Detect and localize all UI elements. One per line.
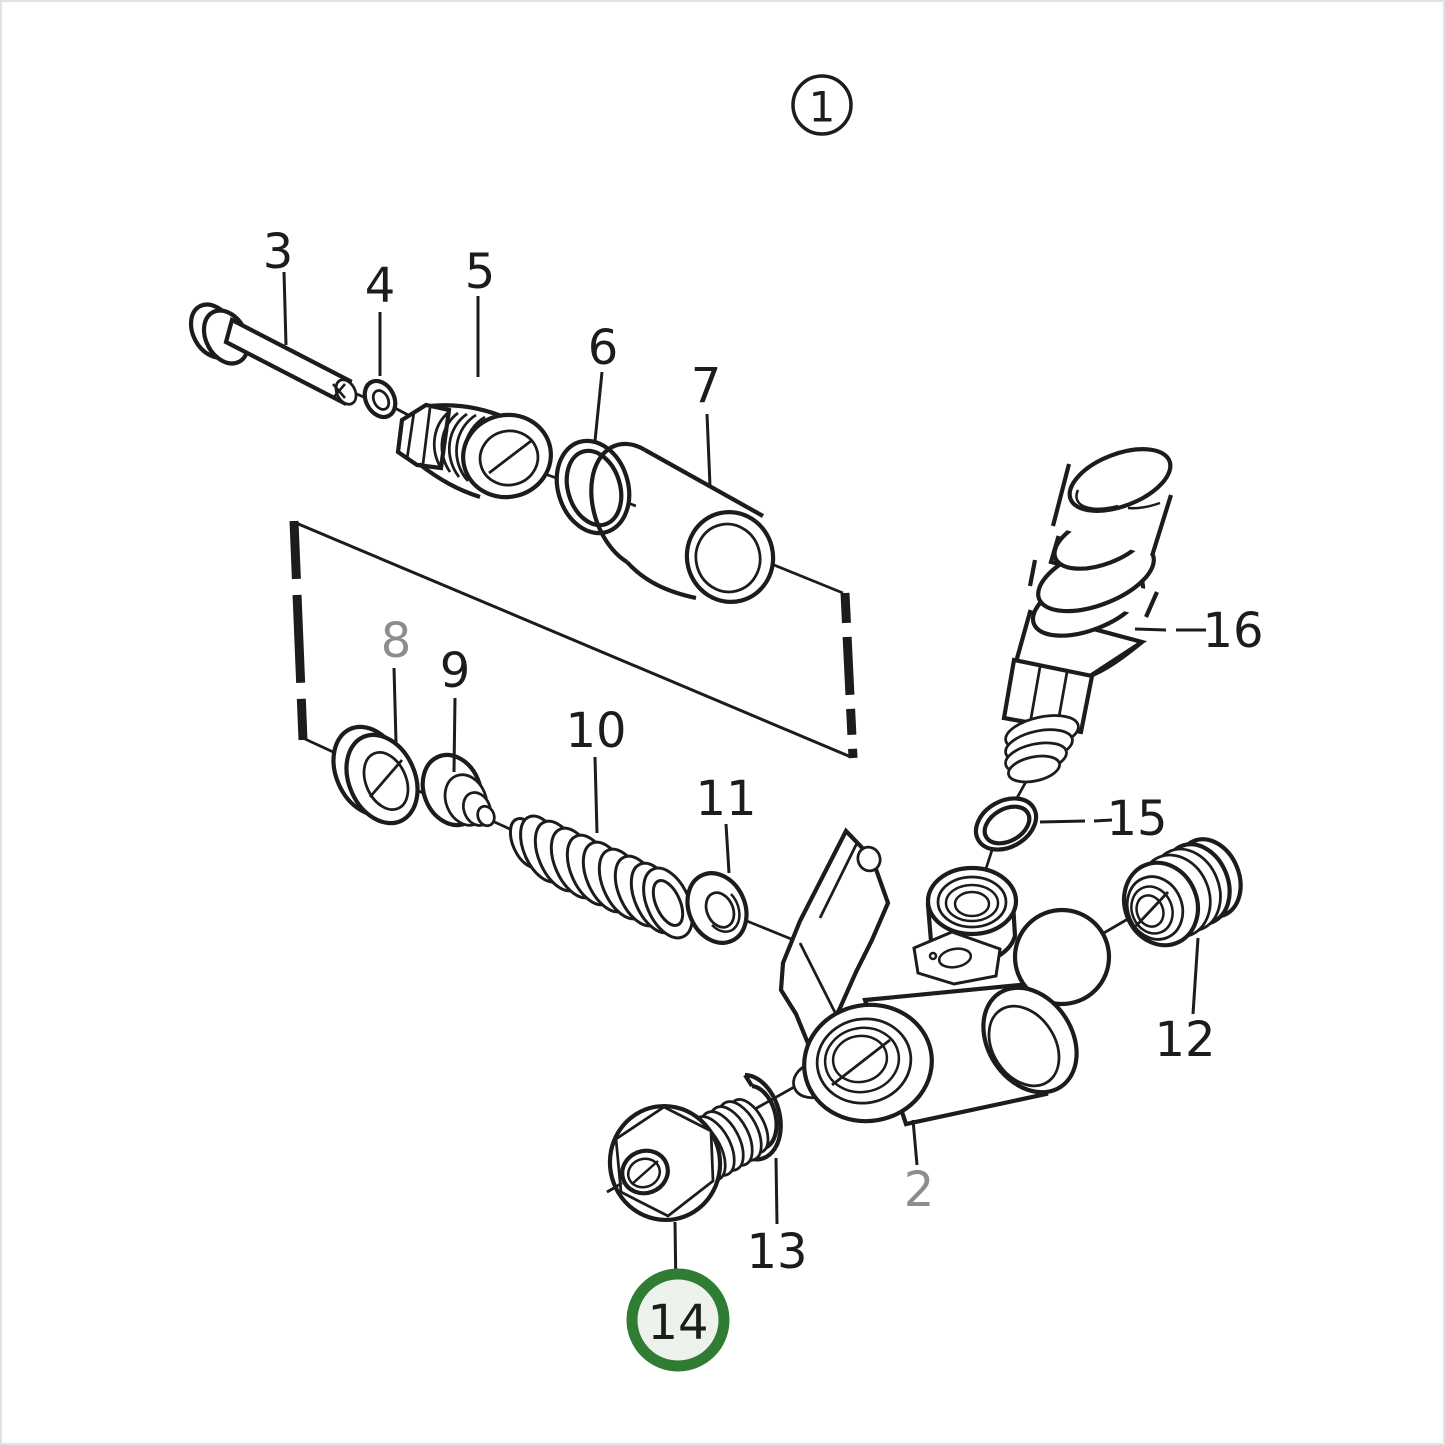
callout-16-number: 16 — [1202, 603, 1263, 659]
part-8-seal-ring — [331, 724, 420, 826]
dashed-plane-box — [289, 520, 858, 759]
dashed-right-edge — [840, 592, 858, 759]
callout-12-number: 12 — [1154, 1012, 1215, 1068]
part-4-washer — [362, 378, 398, 420]
callout-1-circle — [791, 74, 853, 136]
part-10-spring — [508, 814, 694, 940]
callout-5-number: 5 — [465, 244, 496, 300]
callout-10-number: 10 — [565, 703, 626, 759]
callout-leader-lines — [282, 271, 1206, 1294]
callout-8-number: 8 — [381, 613, 412, 669]
callout-14-number: 14 — [647, 1295, 708, 1351]
highlight-circle[interactable] — [626, 1268, 730, 1372]
part-5-threaded-plug — [395, 402, 553, 500]
part-16-primer-pump — [1001, 447, 1174, 784]
callout-9-number: 9 — [440, 643, 471, 699]
part-7-piston-cup — [589, 441, 776, 604]
callout-7-number: 7 — [691, 358, 722, 414]
dashed-left-edge — [289, 520, 308, 741]
callout-15-number: 15 — [1106, 791, 1167, 847]
highlight-callout-14[interactable]: 14 — [626, 1268, 730, 1372]
callout-13-number: 13 — [746, 1224, 807, 1280]
callout-3-number: 3 — [263, 224, 294, 280]
plane-diagonal — [295, 521, 852, 759]
callout-1-number: 1 — [809, 83, 836, 132]
part-11-washer — [685, 871, 749, 945]
part-12-threaded-plug — [1121, 837, 1243, 948]
part-number-labels: 2 3 4 5 6 7 8 9 10 11 12 13 15 16 — [263, 224, 1264, 1280]
housing-gasket — [912, 930, 1002, 986]
callout-6-number: 6 — [588, 320, 619, 376]
part-3-pin — [188, 302, 358, 407]
part-14-banjo-fitting — [606, 1098, 770, 1223]
part-2-pump-housing — [778, 827, 1112, 1127]
part-9-valve-seat — [420, 752, 496, 828]
assembly-callout-1: 1 — [791, 74, 853, 136]
callout-4-number: 4 — [365, 258, 396, 314]
callout-2-number: 2 — [904, 1162, 935, 1218]
callout-11-number: 11 — [695, 771, 756, 827]
part-15-o-ring — [973, 796, 1039, 852]
part-6-o-ring — [554, 438, 632, 536]
housing-right-boss — [1012, 907, 1112, 1007]
